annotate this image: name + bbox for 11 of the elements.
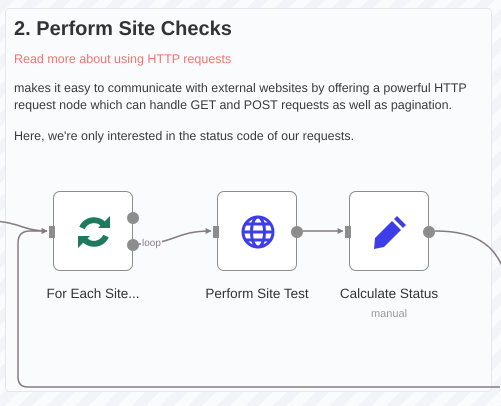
description-text: Here, we're only interested in the status code of our requests. bbox=[14, 128, 356, 145]
edge-label: loop bbox=[141, 238, 162, 249]
node-label: Calculate Status bbox=[338, 286, 440, 301]
connector-arrow bbox=[303, 228, 344, 234]
title: 2. Perform Site Checks bbox=[14, 18, 232, 41]
connector-arrow bbox=[17, 228, 500, 388]
node-subtitle: manual bbox=[370, 308, 408, 320]
node-label: For Each Site... bbox=[45, 286, 141, 301]
description-text: makes it easy to communicate with external websites by offering a powerful HTTP request node which can handle GET and POST requests as well as pagination. bbox=[14, 80, 468, 114]
link: Read more about using HTTP requests bbox=[14, 51, 232, 68]
node-label: Perform Site Test bbox=[204, 286, 310, 301]
